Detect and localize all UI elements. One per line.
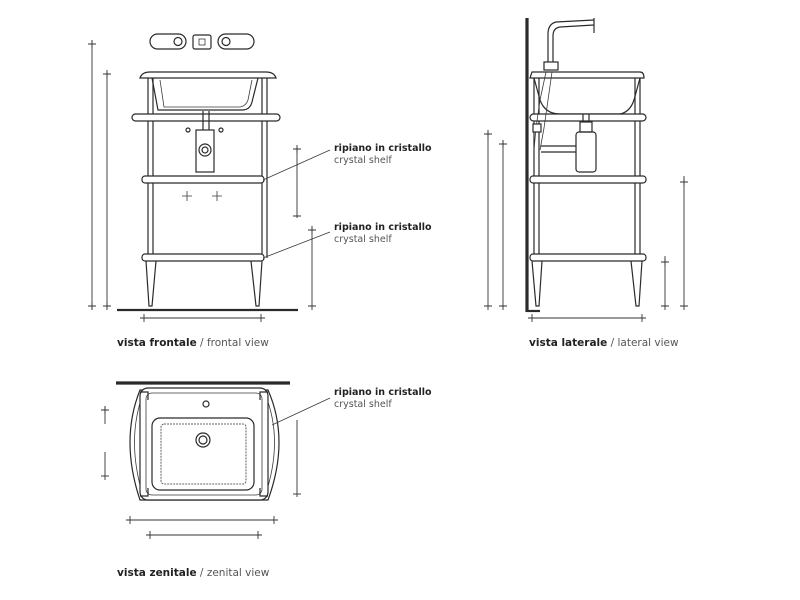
zenital-view: ripiano in cristallo crystal shelf vista… xyxy=(101,381,432,579)
shelf-lower-label-en: crystal shelf xyxy=(334,234,392,245)
tap-spout xyxy=(543,18,595,71)
lateral-caption-bold: vista laterale xyxy=(529,337,607,349)
lateral-caption-sep: / xyxy=(607,337,617,349)
zenital-caption-bold: vista zenitale xyxy=(117,567,197,579)
frontal-caption: vista frontale / frontal view xyxy=(117,337,269,349)
zenital-dimensions xyxy=(101,406,301,539)
zenital-tap-hole xyxy=(202,400,210,408)
frontal-caption-sep: / xyxy=(197,337,207,349)
zenital-shelf-label-en: crystal shelf xyxy=(334,399,392,410)
lateral-caption-light: lateral view xyxy=(617,337,679,349)
lateral-plumbing xyxy=(532,71,597,173)
zenital-caption: vista zenitale / zenital view xyxy=(117,567,270,579)
top-slab xyxy=(139,71,277,79)
zenital-caption-light: zenital view xyxy=(207,567,270,579)
zenital-shelf-label-it: ripiano in cristallo xyxy=(334,387,432,398)
lateral-caption: vista laterale / lateral view xyxy=(529,337,679,349)
shelf-upper-label-it: ripiano in cristallo xyxy=(334,143,432,154)
zenital-basin xyxy=(151,417,255,491)
wall-taps xyxy=(149,33,255,50)
zenital-shelf xyxy=(129,389,280,501)
lateral-dimensions xyxy=(484,130,688,322)
upper-rail xyxy=(131,113,281,122)
zenital-drain xyxy=(195,432,211,448)
frontal-caption-light: frontal view xyxy=(207,337,269,349)
frontal-caption-bold: vista frontale xyxy=(117,337,197,349)
shelf-upper-label-en: crystal shelf xyxy=(334,155,392,166)
frontal-dimensions xyxy=(88,40,316,322)
basin-bowl xyxy=(151,77,259,111)
shelf-lower-label-it: ripiano in cristallo xyxy=(334,222,432,233)
zenital-caption-sep: / xyxy=(197,567,207,579)
siphon xyxy=(185,111,224,173)
upper-shelf xyxy=(141,175,265,184)
frontal-view: ripiano in cristallo crystal shelf ripia… xyxy=(88,33,432,349)
lateral-view: vista laterale / lateral view xyxy=(484,18,688,349)
lower-shelf xyxy=(141,253,265,262)
